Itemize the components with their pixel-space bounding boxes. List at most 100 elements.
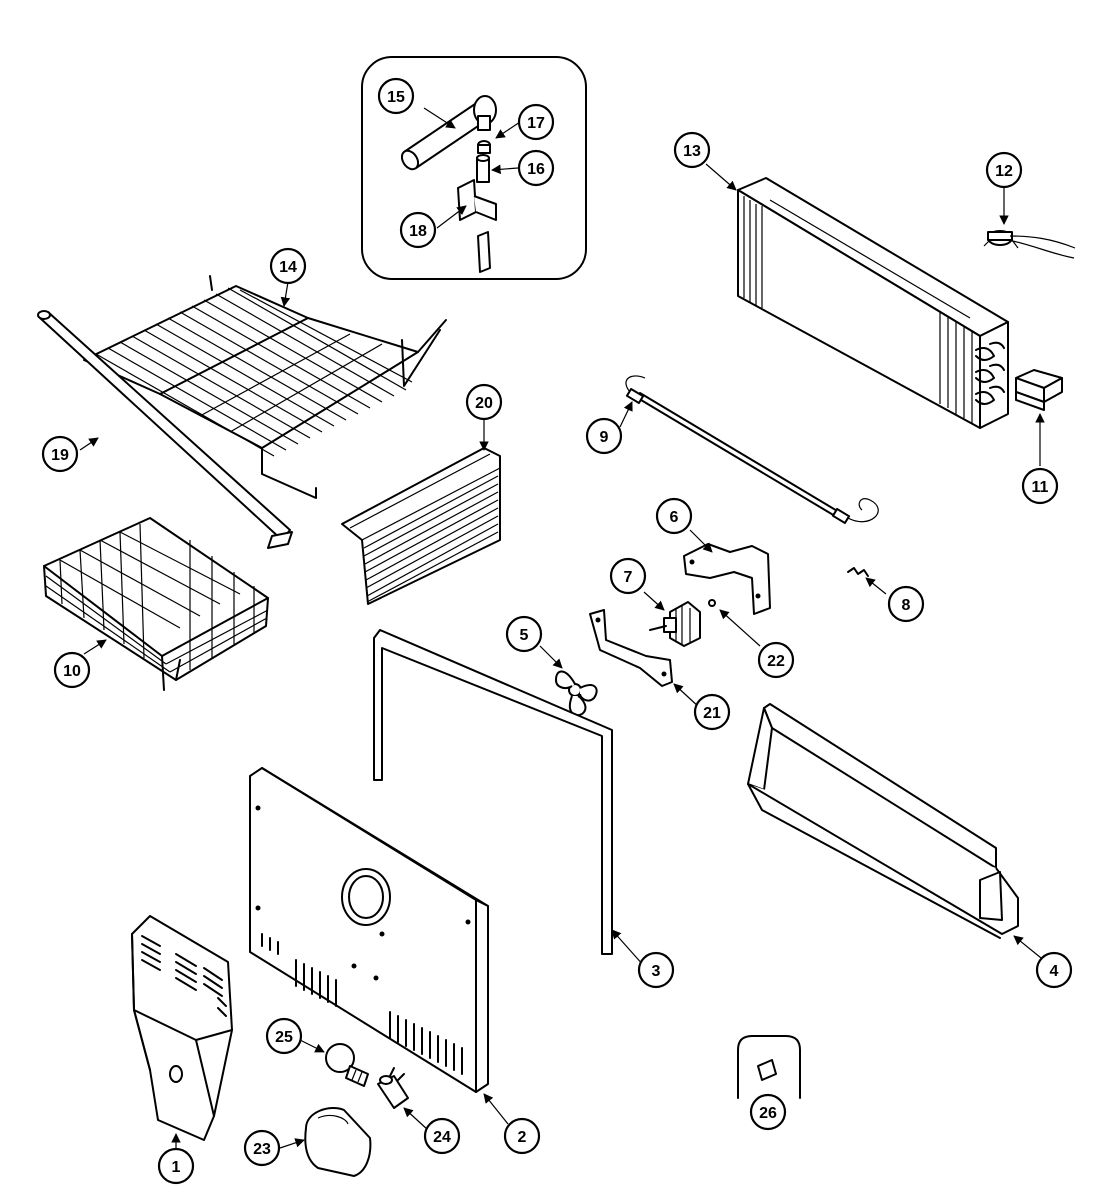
callout-circle [265, 1017, 303, 1055]
front-cover-part [131, 915, 233, 1141]
callout-17: 17 [517, 103, 555, 141]
callout-circle [377, 77, 415, 115]
callout-1: 1 [157, 1147, 195, 1185]
callout-circle [887, 585, 925, 623]
callout-circle [673, 131, 711, 169]
callout-number: 8 [902, 597, 911, 614]
fitting-part [477, 140, 491, 154]
callout-10: 10 [53, 651, 91, 689]
rear-panel-part [249, 767, 489, 1093]
callout-number: 16 [527, 161, 545, 178]
callout-3: 3 [637, 951, 675, 989]
lamp-shield-part [304, 1107, 372, 1177]
callout-number: 1 [172, 1159, 181, 1176]
hinge-clip-part [457, 179, 497, 273]
callout-26: 26 [749, 1093, 787, 1131]
inset-detail-box [361, 56, 587, 280]
callout-20: 20 [465, 383, 503, 421]
wire-shelf-part [83, 275, 447, 499]
freezer-basket-part [43, 517, 269, 691]
callout-number: 25 [275, 1029, 293, 1046]
evaporator-cover-part [341, 447, 501, 605]
callout-6: 6 [655, 497, 693, 535]
grommet-part [476, 154, 490, 183]
callout-number: 12 [995, 163, 1013, 180]
callout-number: 20 [475, 395, 493, 412]
callout-13: 13 [673, 131, 711, 169]
screw-part [708, 599, 716, 607]
callout-16: 16 [517, 149, 555, 187]
callout-22: 22 [757, 641, 795, 679]
callout-number: 17 [527, 115, 545, 132]
callout-circle [693, 693, 731, 731]
callout-number: 9 [600, 429, 609, 446]
callout-circle [423, 1117, 461, 1155]
callout-8: 8 [887, 585, 925, 623]
callout-circle [399, 211, 437, 249]
callout-number: 23 [253, 1141, 271, 1158]
defrost-heater-part [625, 375, 879, 525]
callout-circle [637, 951, 675, 989]
callout-circle [243, 1129, 281, 1167]
callout-circle [655, 497, 693, 535]
motor-bracket-part [683, 543, 771, 615]
callout-number: 26 [759, 1105, 777, 1122]
callout-23: 23 [243, 1129, 281, 1167]
callout-circle [749, 1093, 787, 1131]
callout-7: 7 [609, 557, 647, 595]
gasket-frame-part [373, 629, 613, 955]
callout-9: 9 [585, 417, 623, 455]
evaporator-part [737, 177, 1009, 429]
callout-24: 24 [423, 1117, 461, 1155]
callout-number: 21 [703, 705, 721, 722]
callout-number: 4 [1050, 963, 1059, 980]
callout-circle [505, 615, 543, 653]
callout-18: 18 [399, 211, 437, 249]
callout-circle [269, 247, 307, 285]
callout-circle [985, 151, 1023, 189]
connector-box-part [1015, 369, 1063, 411]
callout-circle [1035, 951, 1073, 989]
callout-number: 5 [520, 627, 529, 644]
callout-circle [517, 103, 555, 141]
callout-number: 18 [409, 223, 427, 240]
fan-motor-part [649, 601, 701, 647]
callout-circle [585, 417, 623, 455]
callout-number: 13 [683, 143, 701, 160]
callout-circle [517, 149, 555, 187]
callout-number: 3 [652, 963, 661, 980]
callout-25: 25 [265, 1017, 303, 1055]
callout-number: 7 [624, 569, 633, 586]
callout-12: 12 [985, 151, 1023, 189]
callout-number: 2 [518, 1129, 527, 1146]
drain-trough-part [747, 703, 1019, 939]
callout-circle [609, 557, 647, 595]
callout-circle [53, 651, 91, 689]
callout-11: 11 [1021, 467, 1059, 505]
shelf-trim-part [37, 310, 293, 549]
callout-5: 5 [505, 615, 543, 653]
motor-mount-part [589, 609, 673, 687]
callout-circle [157, 1147, 195, 1185]
callout-15: 15 [377, 77, 415, 115]
callout-circle [41, 435, 79, 473]
callout-number: 11 [1032, 479, 1049, 496]
callout-number: 10 [63, 663, 81, 680]
callout-14: 14 [269, 247, 307, 285]
callout-21: 21 [693, 693, 731, 731]
callout-circle [503, 1117, 541, 1155]
fan-blade-part [555, 670, 598, 717]
callout-circle [757, 641, 795, 679]
callout-number: 24 [433, 1129, 451, 1146]
callout-2: 2 [503, 1117, 541, 1155]
clip-part [847, 567, 869, 577]
callout-number: 6 [670, 509, 679, 526]
callout-number: 14 [279, 259, 297, 276]
light-bulb-part [325, 1043, 369, 1087]
callout-circle [465, 383, 503, 421]
callout-number: 15 [387, 89, 405, 106]
callout-19: 19 [41, 435, 79, 473]
lamp-socket-part [377, 1067, 409, 1109]
